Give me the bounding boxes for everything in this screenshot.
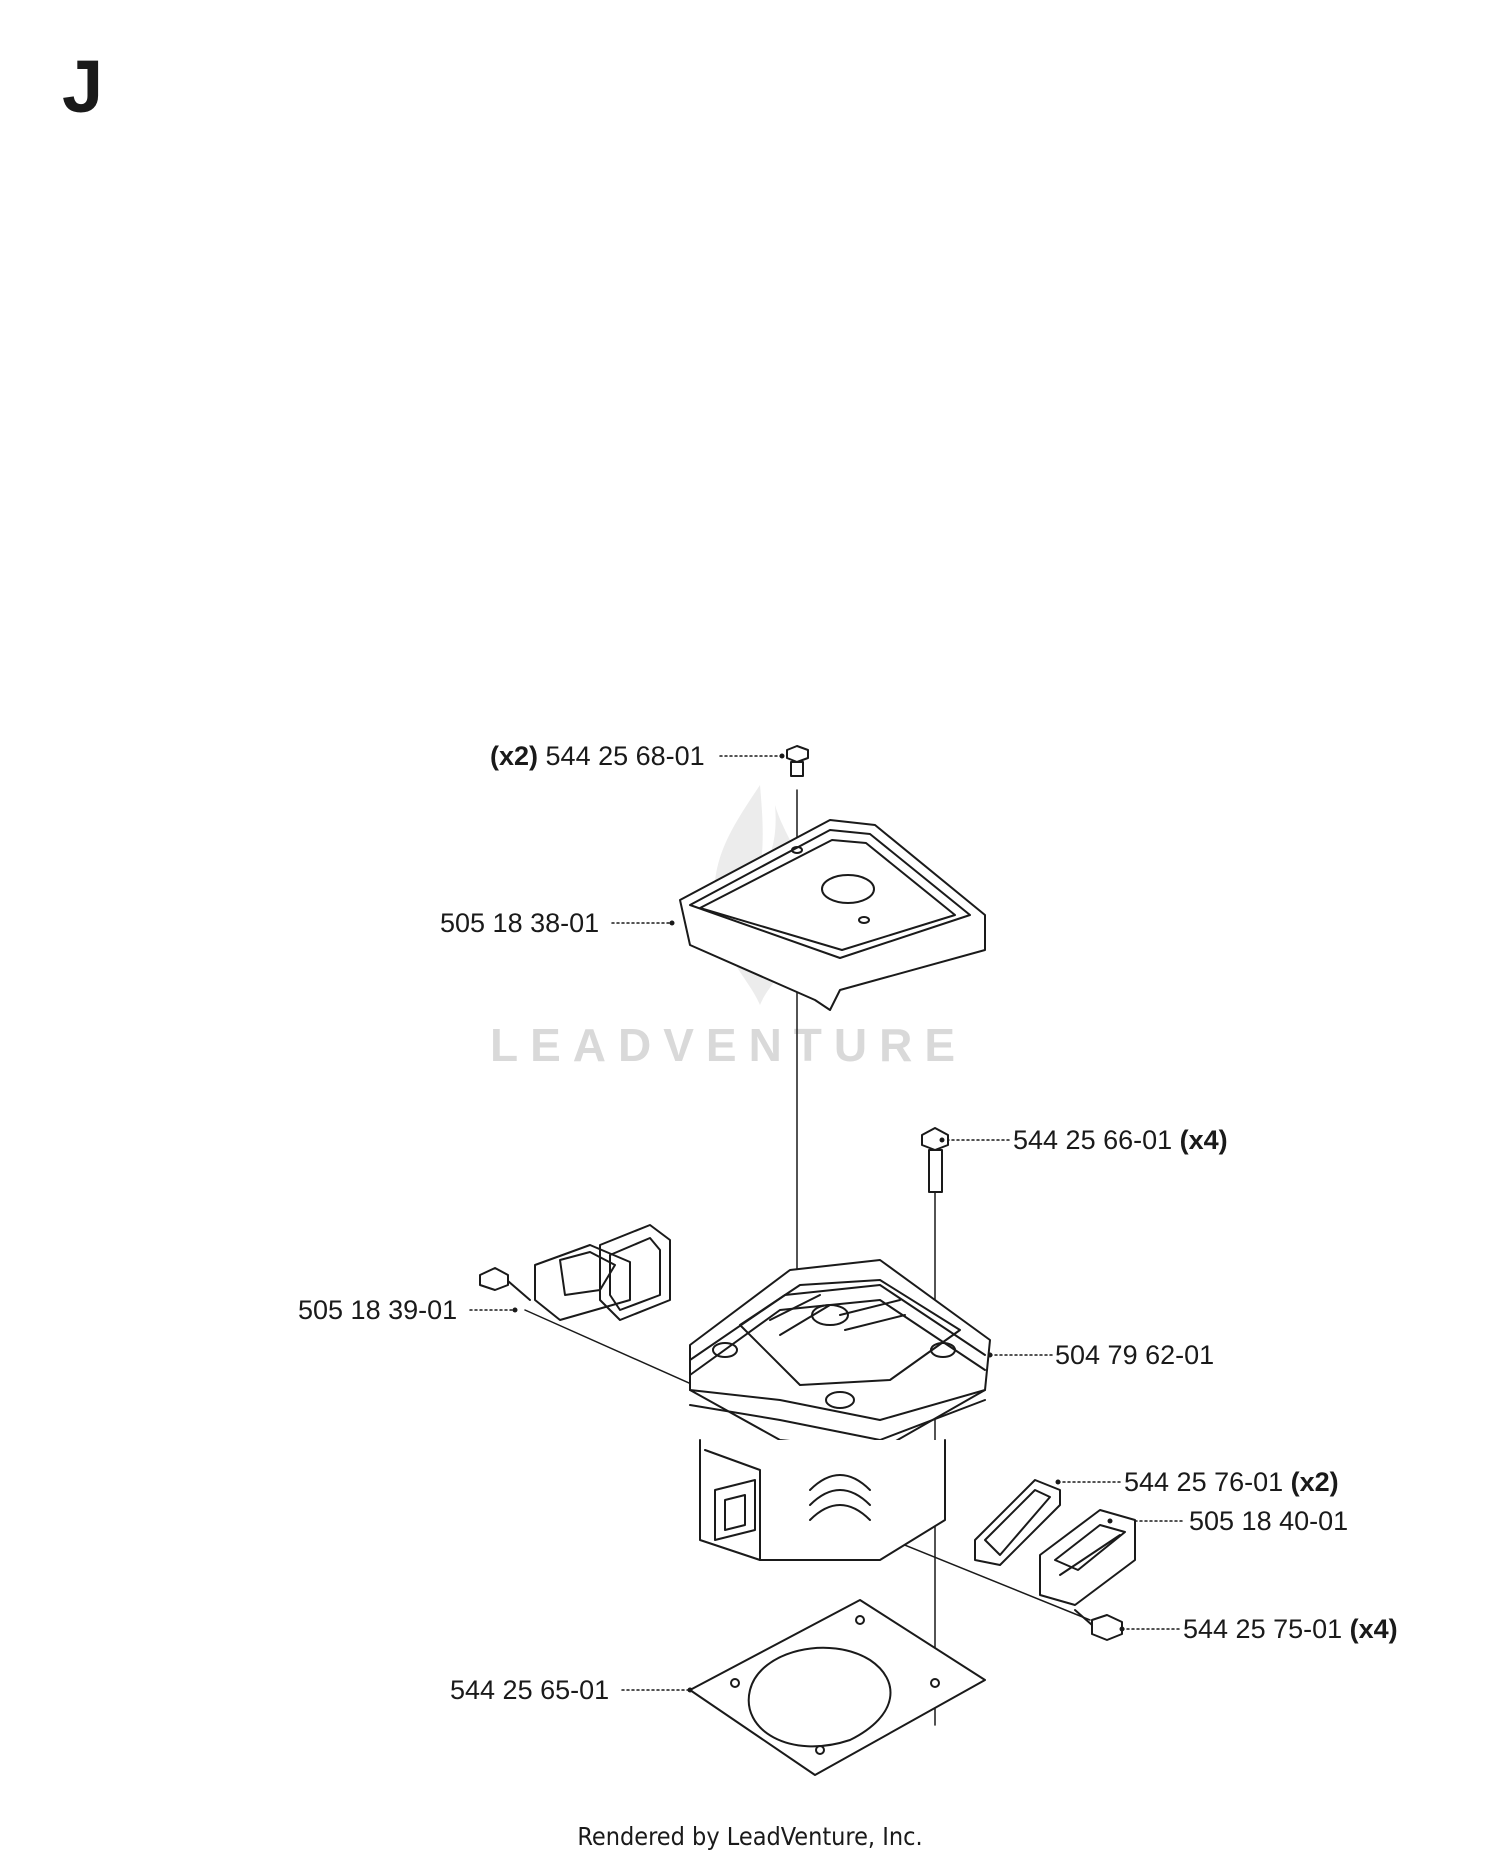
screw-long-icon (921, 1127, 949, 1193)
screw-top-icon (786, 745, 809, 777)
watermark-text: LEADVENTURE (490, 1019, 968, 1071)
callout-p6-qty: (x2) (1290, 1467, 1339, 1497)
callout-p1-number: 544 25 68-01 (545, 741, 705, 771)
base-gasket-icon (689, 1599, 986, 1776)
callout-p4: 505 18 39-01 (298, 1297, 457, 1324)
cylinder-icon (689, 1259, 991, 1561)
callout-p9: 544 25 65-01 (450, 1677, 609, 1704)
callout-p8-qty: (x4) (1349, 1614, 1398, 1644)
callout-p8-number: 544 25 75-01 (1183, 1614, 1343, 1644)
callout-p1-qty: (x2) (490, 741, 539, 771)
callout-p3-number: 544 25 66-01 (1013, 1125, 1173, 1155)
callout-p5: 504 79 62-01 (1055, 1342, 1214, 1369)
callout-p5-number: 504 79 62-01 (1055, 1340, 1215, 1370)
callout-p3-qty: (x4) (1179, 1125, 1228, 1155)
callout-p8: 544 25 75-01 (x4) (1183, 1616, 1398, 1643)
callout-p1: (x2) 544 25 68-01 (490, 743, 705, 770)
callout-p6-number: 544 25 76-01 (1124, 1467, 1284, 1497)
intake-flange-left-icon (479, 1224, 671, 1321)
callout-p7-number: 505 18 40-01 (1189, 1506, 1349, 1536)
callout-p7: 505 18 40-01 (1189, 1508, 1348, 1535)
callout-p6: 544 25 76-01 (x2) (1124, 1469, 1339, 1496)
intake-flange-right-icon (1039, 1509, 1136, 1606)
section-letter: J (62, 45, 104, 128)
callout-p2: 505 18 38-01 (440, 910, 599, 937)
gasket-right-icon (974, 1479, 1061, 1566)
callout-p3: 544 25 66-01 (x4) (1013, 1127, 1228, 1154)
callout-p2-number: 505 18 38-01 (440, 908, 600, 938)
footer-credit: Rendered by LeadVenture, Inc. (577, 1822, 923, 1851)
callout-p4-number: 505 18 39-01 (298, 1295, 458, 1325)
callout-p9-number: 544 25 65-01 (450, 1675, 610, 1705)
cylinder-cover-icon (679, 819, 986, 1011)
screw-small-icon (1074, 1609, 1123, 1641)
